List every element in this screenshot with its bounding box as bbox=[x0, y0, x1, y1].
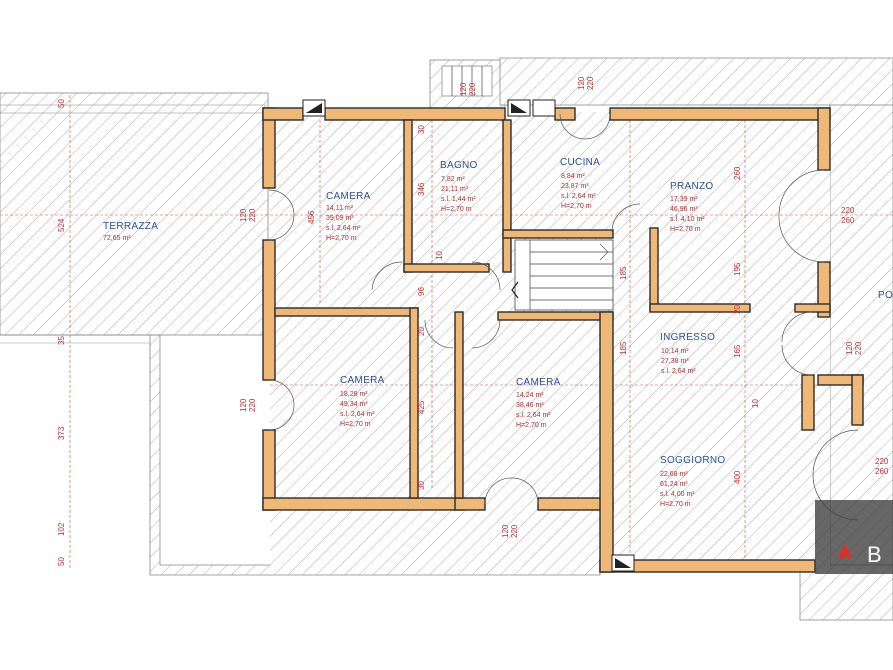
svg-text:30: 30 bbox=[417, 481, 426, 490]
svg-text:s.l. 4,00 m²: s.l. 4,00 m² bbox=[660, 491, 695, 498]
svg-text:20: 20 bbox=[417, 327, 426, 336]
svg-text:120: 120 bbox=[239, 208, 248, 222]
svg-text:10,14 m²: 10,14 m² bbox=[661, 348, 689, 355]
svg-text:220: 220 bbox=[510, 524, 519, 538]
svg-text:456: 456 bbox=[307, 210, 316, 224]
svg-text:10: 10 bbox=[435, 251, 444, 260]
dimension-labels: 50 524 35 373 102 50 456 346 30 10 96 20… bbox=[57, 76, 889, 566]
svg-text:195: 195 bbox=[733, 262, 742, 276]
svg-text:220: 220 bbox=[875, 457, 889, 466]
svg-text:220: 220 bbox=[854, 341, 863, 355]
svg-text:425: 425 bbox=[417, 400, 426, 414]
svg-text:27,38 m³: 27,38 m³ bbox=[661, 358, 689, 365]
svg-text:120: 120 bbox=[501, 524, 510, 538]
svg-text:H=2,70 m: H=2,70 m bbox=[340, 421, 371, 428]
svg-text:s.l. 2,64 m²: s.l. 2,64 m² bbox=[661, 368, 696, 375]
camera2-name: CAMERA bbox=[340, 375, 385, 386]
svg-text:21,11 m³: 21,11 m³ bbox=[441, 186, 469, 193]
svg-text:373: 373 bbox=[57, 426, 66, 440]
svg-text:46,96 m³: 46,96 m³ bbox=[670, 206, 698, 213]
svg-text:524: 524 bbox=[57, 218, 66, 232]
svg-text:35: 35 bbox=[57, 336, 66, 345]
svg-text:s.l. 2,64 m²: s.l. 2,64 m² bbox=[561, 193, 596, 200]
ingresso-name: INGRESSO bbox=[660, 332, 715, 343]
svg-text:220: 220 bbox=[248, 208, 257, 222]
walls bbox=[262, 107, 864, 573]
svg-text:H=2,70 m: H=2,70 m bbox=[516, 422, 547, 429]
svg-text:185: 185 bbox=[619, 266, 628, 280]
portico-name: PO bbox=[878, 290, 893, 301]
room-labels: TERRAZZA 72,65 m² CAMERA 14,11 m² 39,09 … bbox=[103, 157, 893, 508]
doors bbox=[268, 113, 859, 521]
svg-text:220: 220 bbox=[468, 82, 477, 96]
staircase bbox=[441, 65, 614, 311]
svg-text:H=2,70 m: H=2,70 m bbox=[441, 206, 472, 213]
svg-text:H=2,70 m: H=2,70 m bbox=[561, 203, 592, 210]
camera1-name: CAMERA bbox=[326, 191, 371, 202]
watermark-logo: B bbox=[815, 500, 893, 574]
terrazza-area: 72,65 m² bbox=[103, 235, 131, 242]
terrace-area bbox=[0, 57, 893, 621]
logo-triangle-icon bbox=[837, 544, 853, 558]
svg-text:260: 260 bbox=[733, 166, 742, 180]
svg-text:102: 102 bbox=[57, 522, 66, 536]
svg-text:185: 185 bbox=[619, 341, 628, 355]
svg-text:38,46 m³: 38,46 m³ bbox=[516, 402, 544, 409]
svg-text:120: 120 bbox=[459, 82, 468, 96]
svg-text:400: 400 bbox=[733, 470, 742, 484]
svg-text:49,34 m³: 49,34 m³ bbox=[340, 401, 368, 408]
svg-text:18,28 m²: 18,28 m² bbox=[340, 391, 368, 398]
svg-text:20: 20 bbox=[733, 305, 742, 314]
svg-text:s.l. 2,64 m²: s.l. 2,64 m² bbox=[326, 225, 361, 232]
logo-letter: B bbox=[867, 542, 882, 567]
interior-hatch bbox=[270, 112, 830, 567]
svg-text:50: 50 bbox=[57, 99, 66, 108]
svg-text:96: 96 bbox=[417, 287, 426, 296]
svg-text:220: 220 bbox=[841, 206, 855, 215]
svg-text:165: 165 bbox=[733, 344, 742, 358]
svg-text:120: 120 bbox=[577, 76, 586, 90]
cucina-name: CUCINA bbox=[560, 157, 600, 168]
svg-text:14,24 m²: 14,24 m² bbox=[516, 392, 544, 399]
svg-text:17,39 m²: 17,39 m² bbox=[670, 196, 698, 203]
svg-text:H=2,70 m: H=2,70 m bbox=[660, 501, 691, 508]
svg-text:260: 260 bbox=[875, 467, 889, 476]
dimension-lines bbox=[0, 95, 893, 570]
camera3-name: CAMERA bbox=[516, 377, 561, 388]
svg-text:8,84 m²: 8,84 m² bbox=[561, 173, 585, 180]
svg-text:260: 260 bbox=[841, 216, 855, 225]
svg-text:H=2,70 m: H=2,70 m bbox=[670, 226, 701, 233]
svg-text:14,11 m²: 14,11 m² bbox=[326, 205, 354, 212]
pranzo-name: PRANZO bbox=[670, 181, 713, 192]
svg-text:220: 220 bbox=[586, 76, 595, 90]
svg-text:61,24 m³: 61,24 m³ bbox=[660, 481, 688, 488]
svg-text:120: 120 bbox=[845, 341, 854, 355]
svg-text:23,87 m³: 23,87 m³ bbox=[561, 183, 589, 190]
svg-text:220: 220 bbox=[248, 398, 257, 412]
svg-text:H=2,70 m: H=2,70 m bbox=[326, 235, 357, 242]
svg-text:39,09 m³: 39,09 m³ bbox=[326, 215, 354, 222]
bagno-name: BAGNO bbox=[440, 160, 478, 171]
terrazza-name: TERRAZZA bbox=[103, 221, 158, 232]
svg-text:30: 30 bbox=[417, 125, 426, 134]
svg-text:7,82 m²: 7,82 m² bbox=[441, 176, 465, 183]
svg-text:346: 346 bbox=[417, 182, 426, 196]
svg-text:10: 10 bbox=[751, 399, 760, 408]
shafts bbox=[302, 99, 635, 572]
soggiorno-name: SOGGIORNO bbox=[660, 455, 725, 466]
svg-text:s.l. 2,64 m²: s.l. 2,64 m² bbox=[516, 412, 551, 419]
svg-text:50: 50 bbox=[57, 557, 66, 566]
svg-text:s.l. 2,64 m²: s.l. 2,64 m² bbox=[340, 411, 375, 418]
svg-text:s.l. 1,44 m²: s.l. 1,44 m² bbox=[441, 196, 476, 203]
svg-text:s.l. 4,10 m²: s.l. 4,10 m² bbox=[670, 216, 705, 223]
svg-text:22,68 m²: 22,68 m² bbox=[660, 471, 688, 478]
svg-text:120: 120 bbox=[239, 398, 248, 412]
